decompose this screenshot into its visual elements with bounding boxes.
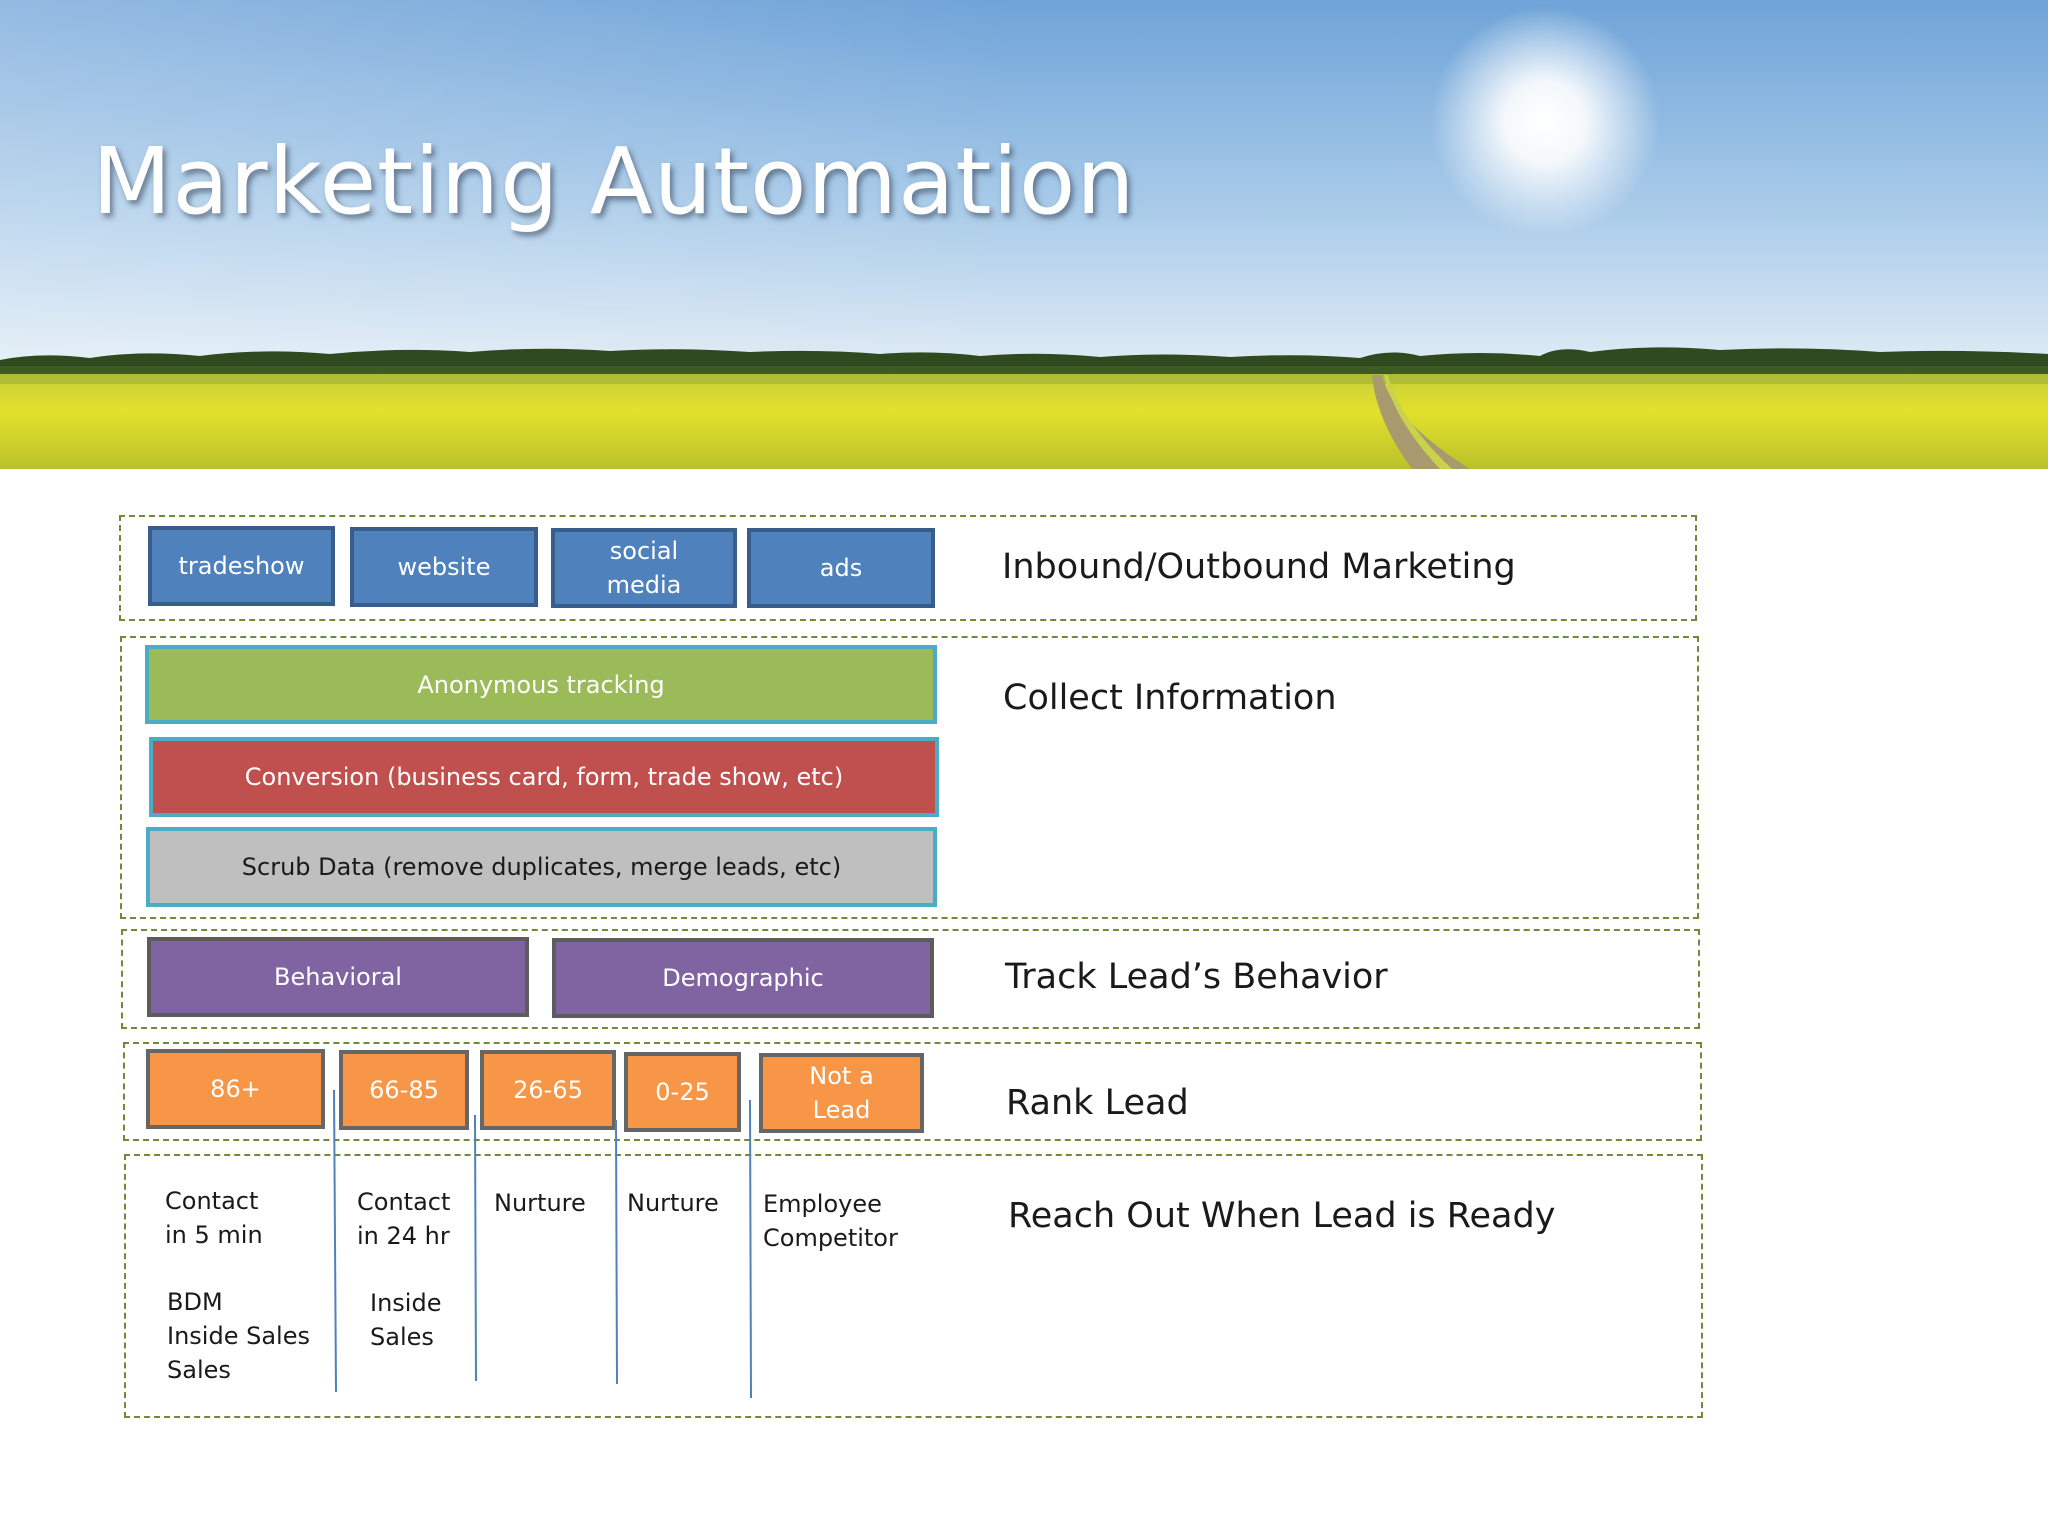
stage-label-collect: Collect Information — [1003, 678, 1337, 718]
stage-label-rank: Rank Lead — [1006, 1083, 1189, 1123]
page-title: Marketing Automation — [92, 128, 1136, 235]
rank-0-25-box: 0-25 — [624, 1052, 741, 1132]
channel-tradeshow-box: tradeshow — [148, 526, 335, 606]
rank-stage-frame — [123, 1042, 1702, 1141]
scrub-data-box: Scrub Data (remove duplicates, merge lea… — [146, 827, 937, 907]
track-stage-frame — [121, 929, 1700, 1029]
action-timing-0-25: Nurture — [627, 1189, 719, 1217]
collect-stage-frame — [120, 636, 1699, 919]
action-owner-86-plus: BDM Inside Sales Sales — [167, 1288, 310, 1384]
reach-stage-frame — [124, 1154, 1703, 1418]
stage-label-inbound: Inbound/Outbound Marketing — [1002, 547, 1516, 587]
action-timing-86-plus: Contact in 5 min — [165, 1187, 263, 1249]
action-timing-66-85: Contact in 24 hr — [357, 1188, 451, 1250]
rank-not-a-lead-box: Not a Lead — [759, 1053, 924, 1133]
channel-ads-box: ads — [747, 528, 935, 608]
channel-website-box: website — [350, 527, 538, 607]
landscape-banner-image — [0, 0, 2048, 469]
action-owner-66-85: Inside Sales — [370, 1289, 442, 1351]
action-timing-26-65: Nurture — [494, 1189, 586, 1217]
behavioral-box: Behavioral — [147, 937, 529, 1017]
channel-social-media-box: social media — [551, 528, 737, 608]
rank-86-plus-box: 86+ — [146, 1049, 325, 1129]
action-timing-not-a-lead: Employee Competitor — [763, 1190, 898, 1252]
demographic-box: Demographic — [552, 938, 934, 1018]
stage-label-track: Track Lead’s Behavior — [1005, 957, 1388, 997]
rank-26-65-box: 26-65 — [480, 1050, 616, 1130]
rank-66-85-box: 66-85 — [339, 1050, 469, 1130]
stage-label-reach: Reach Out When Lead is Ready — [1008, 1196, 1556, 1236]
conversion-box: Conversion (business card, form, trade s… — [149, 737, 939, 817]
inbound-stage-frame — [119, 515, 1697, 621]
anonymous-tracking-box: Anonymous tracking — [145, 645, 937, 724]
